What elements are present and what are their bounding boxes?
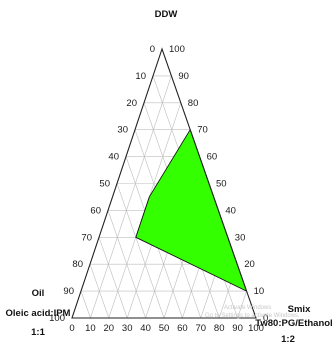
tick-label-left-10: 10 [135,71,146,82]
tick-labels: 0 0 0 10 10 10 20 20 20 30 30 30 40 40 40 50 50 50 60 60 60 7… [49,44,268,334]
tick-label-left-70: 70 [81,232,92,243]
tick-label-left-50: 50 [99,179,110,190]
grid-line-oil-60 [107,210,146,319]
vertex-label-smix-ratio: 1:2 [281,334,295,345]
vertex-label-oil-ratio: 1:1 [31,327,45,338]
tick-label-bottom-40: 40 [140,323,151,334]
tick-label-right-20: 20 [244,259,255,270]
grid-line-oil-90 [80,291,91,319]
tick-label-left-90: 90 [63,286,74,297]
tick-label-left-60: 60 [90,205,101,216]
tick-label-left-100: 100 [49,313,65,324]
tick-label-bottom-20: 20 [104,323,115,334]
vertex-label-smix-composition: Tw80:PG/Ethanol [255,318,332,329]
tick-label-bottom-100: 100 [248,323,264,334]
grid-line-oil-50 [116,183,165,319]
tick-label-right-0: 0 [263,313,268,324]
tick-label-right-40: 40 [225,205,236,216]
tick-label-right-80: 80 [188,98,199,109]
vertex-label-oil: Oil [32,288,45,299]
grid-line-smix-10 [90,75,172,319]
grid-line-oil-70 [98,237,128,319]
tick-label-left-20: 20 [126,98,137,109]
tick-label-bottom-10: 10 [85,323,96,334]
tick-label-right-50: 50 [216,179,227,190]
vertex-label-smix: Smix [288,304,311,315]
tick-label-right-100: 100 [169,44,185,55]
tick-label-left-0: 0 [150,44,155,55]
vertex-label-top: DDW [155,9,178,20]
tick-label-left-80: 80 [72,259,83,270]
tick-label-right-10: 10 [254,286,265,297]
tick-label-bottom-70: 70 [196,323,207,334]
tick-label-right-60: 60 [207,152,218,163]
tick-label-left-30: 30 [117,125,128,136]
vertex-label-right: Smix Tw80:PG/Ethanol 1:2 [255,304,332,345]
tick-label-right-30: 30 [235,232,246,243]
grid-line-smix-90 [237,291,247,319]
tick-label-bottom-90: 90 [232,323,243,334]
watermark-line-2: Go to Settings to activate Windows. [205,313,300,319]
tick-label-bottom-80: 80 [214,323,225,334]
vertex-label-oil-composition: Oleic acid:IPM [6,308,71,319]
tick-label-bottom-50: 50 [159,323,170,334]
triangle-outline [71,47,257,319]
windows-watermark: Activate Windows Go to Settings to activ… [205,305,300,319]
watermark-line-1: Activate Windows [224,305,271,311]
vertex-label-left: Oil Oleic acid:IPM 1:1 [6,288,71,338]
tick-label-bottom-0: 0 [69,323,74,334]
tick-label-left-40: 40 [108,152,119,163]
tick-label-bottom-30: 30 [122,323,133,334]
vertex-label-ddw: DDW [155,9,178,20]
grid-line-oil-80 [89,264,110,319]
triangle-frame [71,47,257,319]
tick-label-bottom-60: 60 [177,323,188,334]
tick-label-right-90: 90 [178,71,189,82]
tick-label-right-70: 70 [197,125,208,136]
